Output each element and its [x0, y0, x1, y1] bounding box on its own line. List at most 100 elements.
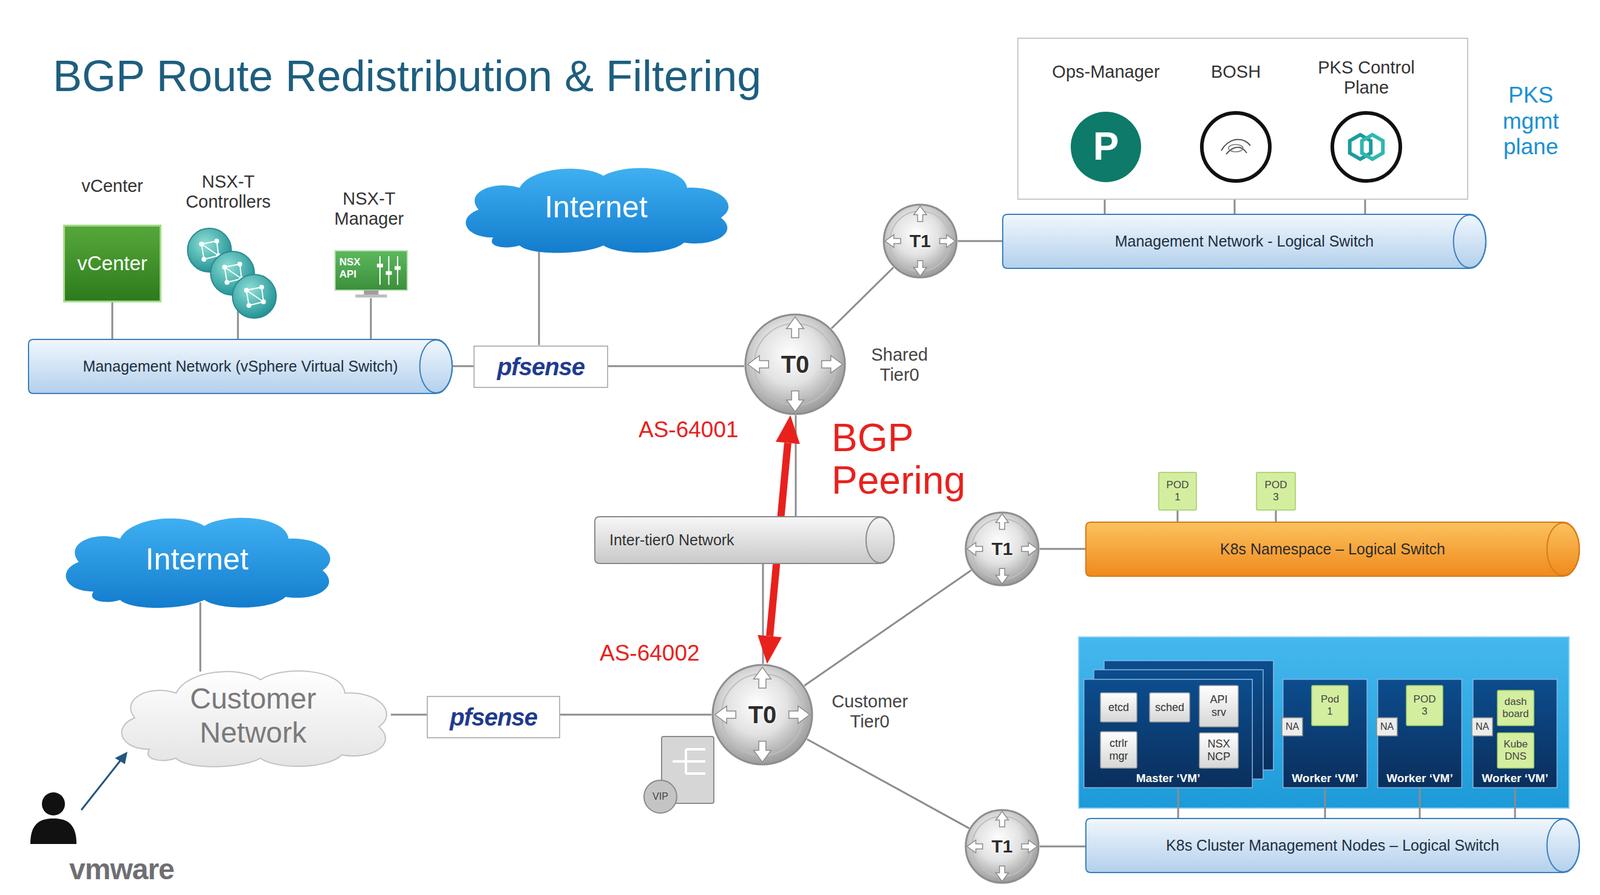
pod-label: POD 3 — [1412, 693, 1437, 717]
connector-line — [1514, 787, 1517, 819]
router-arrow — [753, 667, 772, 688]
connector-line — [1177, 787, 1180, 819]
connector-line — [111, 302, 114, 340]
logo-text: pfsense — [449, 702, 538, 731]
router-arrow — [996, 513, 1009, 530]
connector-line — [957, 240, 1003, 243]
process-label: NSX NCP — [1205, 737, 1233, 763]
vm-label: Worker ‘VM’ — [1282, 771, 1368, 785]
connector — [1325, 787, 1326, 819]
person-head — [41, 792, 65, 816]
icon-letter: P — [1093, 124, 1120, 170]
connector-line — [1176, 510, 1179, 523]
process-box: NSX NCP — [1198, 732, 1239, 769]
connector-line — [804, 569, 972, 686]
screen — [335, 250, 408, 291]
vendor-logo: vmware — [69, 853, 175, 886]
manager-icon: NSX-T ManagerNSX API — [334, 250, 408, 299]
controller-dot — [201, 256, 207, 262]
vm-box: Worker ‘VM’NAdash boardKube DNS — [1472, 678, 1558, 788]
controller-dot — [224, 279, 230, 285]
connector-line — [452, 365, 474, 368]
controller-disc — [210, 251, 255, 295]
router-arrow — [996, 568, 1009, 584]
pod-box: POD 1 — [1158, 471, 1197, 511]
process-box: sched — [1149, 691, 1191, 723]
group-box: PKS mgmt planeOps-ManagerPBOSHPKS Contro… — [1017, 37, 1469, 200]
connector-line — [1324, 787, 1327, 819]
router-arrow — [715, 705, 736, 724]
band-cap — [1547, 818, 1580, 872]
connector — [1039, 548, 1086, 550]
screen-stand — [364, 290, 379, 295]
lb-tree — [672, 749, 706, 774]
icon-caption: BOSH — [1169, 61, 1303, 82]
band-cap — [420, 339, 453, 393]
agent-label: NA — [1475, 721, 1489, 733]
node-shape — [1329, 110, 1403, 184]
connector — [538, 250, 540, 346]
cloud-shape — [65, 517, 331, 608]
router-tag: T1 — [991, 835, 1013, 858]
router-arrow — [966, 840, 983, 853]
firewall-box: pfsense — [426, 695, 561, 739]
pod-box: Kube DNS — [1496, 732, 1535, 769]
edge-label: BGP Peering — [831, 416, 1014, 502]
router-disc — [745, 314, 845, 414]
router-arrow — [996, 865, 1009, 882]
agent-shape — [1471, 717, 1493, 736]
screen-slider — [388, 256, 390, 285]
pod-shape — [1311, 685, 1349, 726]
agent-box: NA — [1471, 716, 1494, 737]
process-label: API srv — [1206, 693, 1231, 719]
switch-label: Inter-tier0 Network — [609, 531, 735, 549]
connector-line — [199, 602, 202, 672]
pod-shape — [1497, 690, 1534, 726]
process-shape — [1100, 731, 1137, 768]
controller-icon: NSX-T Controllers — [186, 226, 279, 319]
controller-dot — [237, 261, 243, 267]
cloud-shape — [465, 168, 729, 254]
load-balancer-icon: VIP — [643, 735, 716, 814]
user-arrow — [81, 760, 121, 810]
pod-shape — [1256, 472, 1296, 510]
agent-shape — [1376, 717, 1398, 736]
logical-switch: K8s Cluster Management Nodes – Logical S… — [1085, 818, 1580, 873]
router-caption: Customer Tier0 — [824, 691, 916, 733]
band-body — [1002, 214, 1486, 269]
connector-line — [560, 713, 712, 716]
connector — [831, 267, 894, 329]
logo-frame — [427, 696, 560, 738]
diagram-title: BGP Route Redistribution & Filtering — [52, 52, 762, 101]
agent-box: NA — [1281, 716, 1304, 737]
cloud-label: Internet — [145, 542, 249, 578]
connector — [608, 366, 745, 367]
node-shape — [105, 659, 402, 772]
vm-box: Worker ‘VM’NAPOD 3 — [1377, 678, 1463, 788]
vm-box: Worker ‘VM’NAPod 1 — [1282, 678, 1368, 788]
cloud-label: Internet — [544, 189, 648, 226]
connector-line — [608, 365, 745, 368]
cloud-label: Customer Network — [174, 681, 333, 749]
bosh-doodle — [1228, 144, 1244, 152]
arrowhead — [757, 634, 782, 665]
node-shape — [1199, 110, 1273, 184]
controller-dot — [246, 302, 252, 308]
box-label: vCenter — [77, 251, 148, 275]
bosh-icon: BOSH — [1199, 110, 1273, 184]
connector-line — [1275, 510, 1278, 523]
controller-dot — [222, 264, 228, 270]
icon-disc — [1070, 111, 1142, 183]
connector-line — [1419, 787, 1421, 819]
band-body — [1085, 522, 1580, 577]
connector — [112, 302, 113, 340]
connector-line — [237, 310, 240, 340]
screen-slider — [379, 256, 381, 285]
process-label: etcd — [1108, 701, 1129, 714]
pod-label: POD 3 — [1263, 478, 1289, 503]
process-shape — [1199, 732, 1239, 768]
switch-label: Management Network - Logical Switch — [1115, 232, 1375, 251]
router-arrow — [786, 390, 805, 412]
pod-shape — [1406, 685, 1443, 726]
pod-shape — [1158, 472, 1197, 510]
